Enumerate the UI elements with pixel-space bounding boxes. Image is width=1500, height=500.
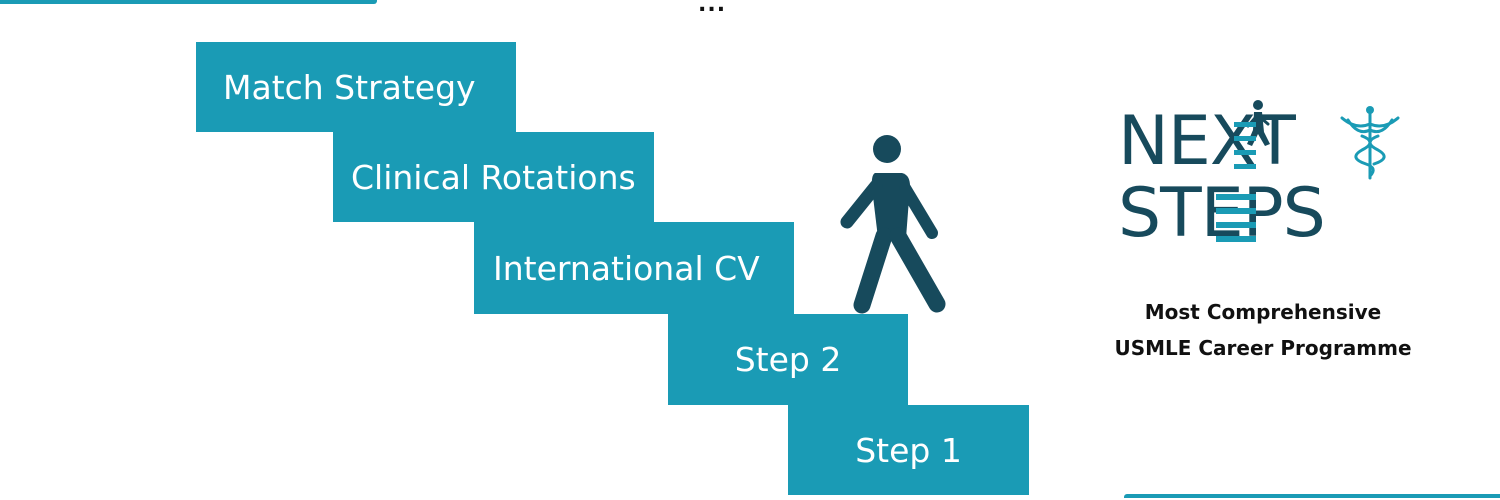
more-options-ellipsis[interactable]: ...	[698, 0, 727, 17]
next-steps-logo: NEXT STEPS	[1108, 96, 1408, 256]
step-label: Step 1	[855, 430, 962, 470]
step-label: Clinical Rotations	[351, 157, 636, 197]
step-usmle-step-1: Step 1	[788, 405, 1029, 495]
climbing-person-icon	[1234, 100, 1270, 169]
top-accent-line	[0, 0, 377, 4]
caduceus-icon	[1340, 106, 1400, 180]
step-international-cv: International CV	[474, 222, 794, 314]
steps-e-bars	[1216, 194, 1256, 242]
tagline: Most Comprehensive USMLE Career Programm…	[1078, 294, 1448, 366]
tagline-line-2: USMLE Career Programme	[1114, 336, 1412, 360]
step-label: Match Strategy	[223, 67, 476, 107]
bottom-accent-line	[1124, 494, 1500, 498]
logo-decoration	[1216, 100, 1400, 242]
step-label: International CV	[493, 248, 760, 288]
step-label: Step 2	[734, 340, 842, 379]
step-usmle-step-2: Step 2	[668, 314, 908, 405]
step-match-strategy: Match Strategy	[196, 42, 516, 132]
tagline-line-1: Most Comprehensive	[1144, 300, 1382, 324]
step-clinical-rotations: Clinical Rotations	[333, 132, 654, 222]
walking-person-icon	[840, 135, 946, 314]
